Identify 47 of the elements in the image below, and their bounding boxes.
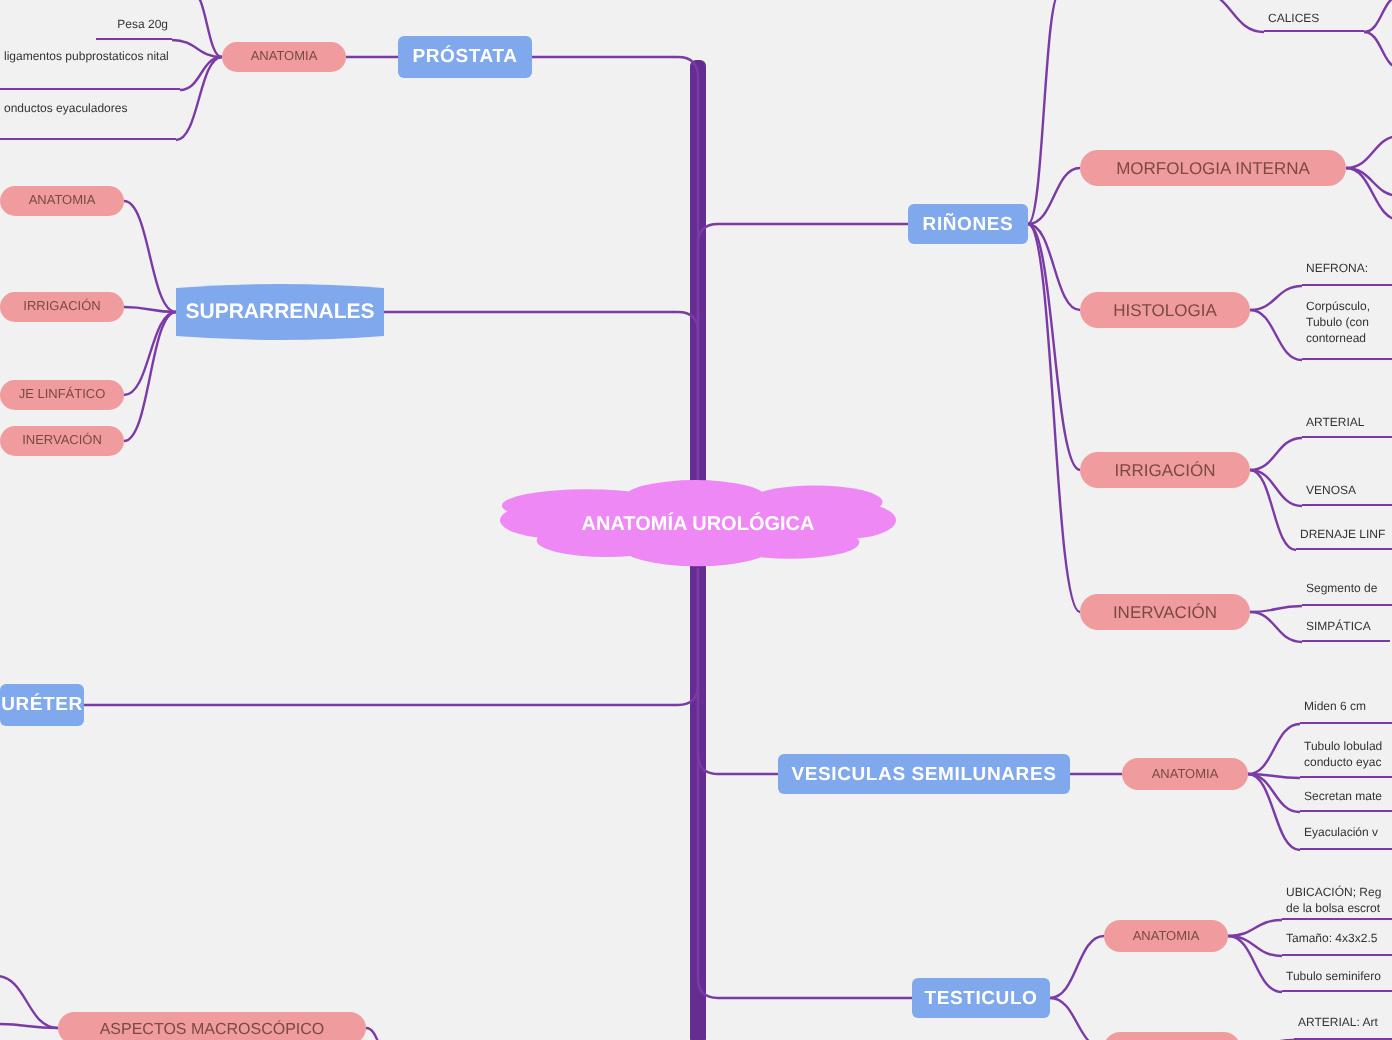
branch-line [1345, 166, 1392, 222]
topic-box: VESICULAS SEMILUNARES [778, 754, 1070, 794]
topic-box: RIÑONES [908, 204, 1028, 244]
branch-line [1227, 918, 1283, 938]
branch-line [1070, 772, 1122, 776]
topic-box: URÉTER [0, 684, 84, 726]
subtopic-pill: MORFOLOGIA INTERNA [1080, 150, 1346, 186]
branch-line [1027, 223, 1081, 613]
topic-banner: SUPRARRENALES [176, 282, 384, 342]
branch-line [1248, 772, 1300, 780]
branch-line [1249, 468, 1297, 552]
branch-line [0, 974, 59, 1030]
branch-line [1049, 934, 1105, 1000]
branch-line [123, 199, 177, 314]
branch-line [1363, 0, 1392, 34]
subtopic-pill: IRRIGACIÓN [1080, 452, 1250, 488]
subtopic-pill: HISTOLOGIA [1080, 292, 1250, 328]
branch-line [1249, 308, 1303, 362]
subtopic-pill: INERVACIÓN [1080, 594, 1250, 630]
branch-line [1027, 166, 1081, 226]
branch-line [1363, 30, 1392, 70]
branch-line [1249, 468, 1303, 508]
branch-line [346, 55, 398, 59]
branch-line [123, 310, 177, 397]
branch-line [1345, 134, 1392, 170]
branch-line [1027, 222, 1081, 312]
topic-box: PRÓSTATA [398, 36, 532, 78]
subtopic-pill: ASPECTOS MACROSCÓPICO [58, 1012, 366, 1040]
branch-line [1249, 284, 1303, 312]
branch-line [1027, 223, 1081, 471]
branch-line [1345, 166, 1392, 198]
branch-line [175, 55, 223, 142]
central-topic-cloud: ANATOMÍA UROLÓGICA [500, 480, 896, 568]
branch-line [0, 1022, 58, 1030]
topic-box: TESTICULO [912, 978, 1050, 1018]
branch-line [171, 38, 223, 59]
branch-line [1247, 772, 1301, 852]
branch-line [1227, 934, 1283, 958]
branch-line [179, 55, 223, 92]
branch-line [1027, 0, 1061, 225]
branch-line [1227, 934, 1283, 994]
branch-line [1247, 772, 1301, 814]
branch-line [123, 305, 177, 314]
branch-line [1247, 722, 1301, 776]
branch-line [1249, 436, 1303, 472]
branch-line [1249, 610, 1303, 644]
branch-line [123, 310, 177, 443]
